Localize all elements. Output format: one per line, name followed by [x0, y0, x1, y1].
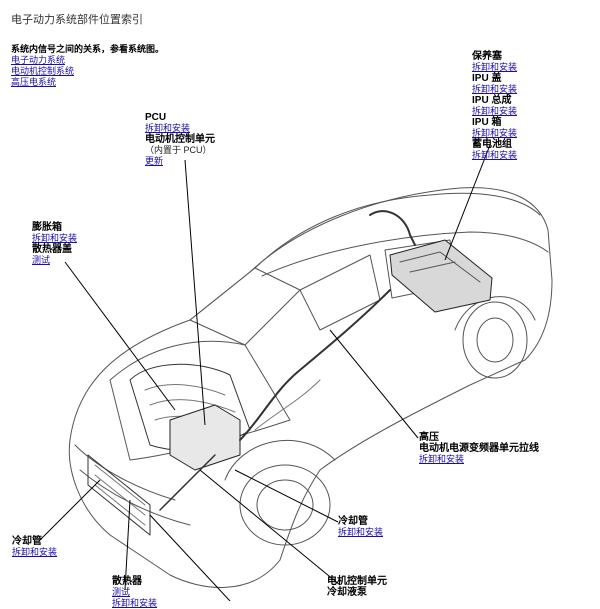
link-pcu-removal[interactable]: 拆卸和安装	[145, 123, 191, 133]
link-service-plug-removal[interactable]: 拆卸和安装	[472, 62, 518, 72]
intro-block: 系统内信号之间的关系，参看系统图。 电子动力系统 电动机控制系统 高压电系统	[11, 44, 164, 88]
radiator-shape	[87, 454, 151, 536]
pcu-box	[169, 404, 241, 471]
link-electric-powertrain-system[interactable]: 电子动力系统	[11, 55, 66, 65]
callout-radiator: 散热器 测试 拆卸和安装	[112, 576, 157, 609]
label-pcu-note: （内置于 PCU）	[145, 145, 212, 155]
link-radiator-test[interactable]: 测试	[112, 587, 131, 597]
rear-wheel	[462, 301, 528, 379]
intro-lead: 系统内信号之间的关系，参看系统图。	[11, 44, 165, 54]
label-high-voltage: 高压	[419, 432, 439, 443]
link-ipu-assembly-removal[interactable]: 拆卸和安装	[472, 106, 518, 116]
callout-coolant-pump: 电机控制单元 冷却液泵	[327, 576, 387, 598]
callout-hv-cable: 高压 电动机电源变频器单元拉线 拆卸和安装	[419, 432, 539, 465]
callout-battery-group: 保养塞 拆卸和安装 IPU 盖 拆卸和安装 IPU 总成 拆卸和安装 IPU 箱…	[472, 51, 517, 161]
link-radiator-cap-test[interactable]: 测试	[32, 255, 51, 265]
label-battery-pack: 蓄电池组	[472, 139, 512, 150]
callout-cooling-hose: 冷却管 拆卸和安装	[338, 516, 383, 538]
label-ipu-cover: IPU 盖	[472, 73, 502, 84]
label-ipu-box: IPU 箱	[472, 117, 502, 128]
label-service-plug: 保养塞	[472, 51, 502, 62]
link-battery-pack-removal[interactable]: 拆卸和安装	[472, 150, 518, 160]
label-cooling-hose: 冷却管	[338, 516, 368, 527]
link-expansion-tank-removal[interactable]: 拆卸和安装	[32, 233, 78, 243]
link-mcu-update[interactable]: 更新	[145, 156, 164, 166]
link-cooling-hose-removal[interactable]: 拆卸和安装	[338, 527, 384, 537]
page-title: 电子动力系统部件位置索引	[11, 14, 143, 26]
label-inverter-cable: 电动机电源变频器单元拉线	[419, 443, 539, 454]
callout-expansion-tank: 膨胀箱 拆卸和安装 散热器盖 测试	[32, 222, 77, 266]
callout-cooling-pipe: 冷却管 拆卸和安装	[12, 536, 57, 558]
link-high-voltage-system[interactable]: 高压电系统	[11, 77, 57, 87]
link-motor-control-system[interactable]: 电动机控制系统	[11, 66, 75, 76]
label-radiator-cap: 散热器盖	[32, 244, 72, 255]
label-radiator: 散热器	[112, 576, 142, 587]
label-motor-control-unit-2: 电机控制单元	[327, 576, 387, 587]
windshield	[189, 267, 301, 346]
link-ipu-cover-removal[interactable]: 拆卸和安装	[472, 84, 518, 94]
label-motor-control-unit: 电动机控制单元	[145, 134, 215, 145]
label-ipu-assembly: IPU 总成	[472, 95, 512, 106]
label-expansion-tank: 膨胀箱	[32, 222, 62, 233]
link-hv-cable-removal[interactable]: 拆卸和安装	[419, 454, 465, 464]
front-wheel	[239, 464, 331, 546]
label-coolant-pump: 冷却液泵	[327, 587, 367, 598]
link-cooling-pipe-removal[interactable]: 拆卸和安装	[12, 547, 58, 557]
link-ipu-box-removal[interactable]: 拆卸和安装	[472, 128, 518, 138]
car-roof-line	[254, 192, 541, 269]
label-pcu: PCU	[145, 112, 167, 123]
label-cooling-pipe: 冷却管	[12, 536, 42, 547]
hv-cable-line	[239, 289, 391, 441]
link-radiator-removal[interactable]: 拆卸和安装	[112, 598, 158, 608]
ipu-pack	[389, 239, 493, 313]
callout-pcu: PCU 拆卸和安装 电动机控制单元 （内置于 PCU） 更新	[145, 112, 215, 167]
